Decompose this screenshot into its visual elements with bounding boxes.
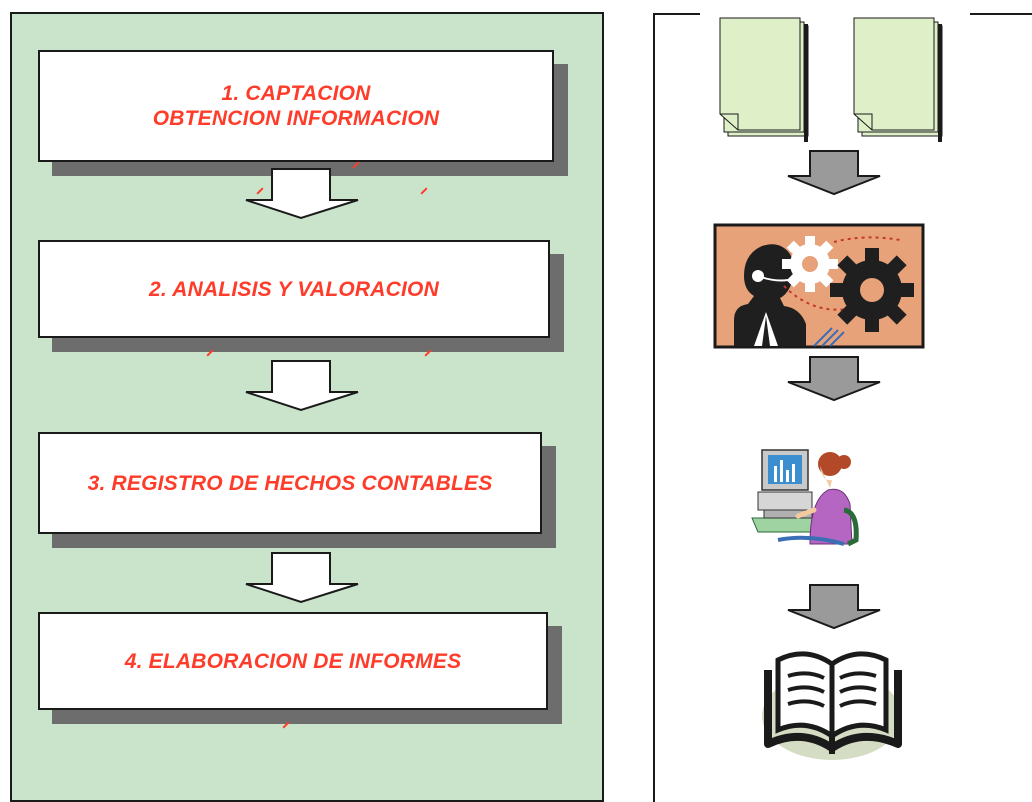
step-2-title: 2. ANALISIS Y VALORACION — [149, 277, 439, 301]
computer-worker-icon — [751, 449, 859, 547]
gray-arrow-3 — [787, 584, 881, 630]
illustrations-panel — [652, 12, 1032, 802]
down-arrow-3 — [245, 552, 359, 604]
step-3-box: 3. REGISTRO DE HECHOS CONTABLES — [38, 432, 542, 534]
step-3-title: 3. REGISTRO DE HECHOS CONTABLES — [87, 471, 493, 495]
step-1-subtitle: OBTENCION INFORMACION — [152, 107, 440, 130]
step-1-box: 1. CAPTACION OBTENCION INFORMACION — [38, 50, 554, 162]
open-book-icon — [762, 651, 902, 760]
gray-arrow-1 — [787, 150, 881, 196]
gears-thinking-icon — [713, 223, 925, 349]
down-arrow-2 — [245, 360, 359, 412]
panel-border — [653, 13, 1032, 802]
gray-arrow-2 — [787, 356, 881, 402]
step-4-box: 4. ELABORACION DE INFORMES — [38, 612, 548, 710]
step-4-title: 4. ELABORACION DE INFORMES — [124, 649, 462, 673]
down-arrow-1 — [245, 168, 359, 220]
step-2-box: 2. ANALISIS Y VALORACION — [38, 240, 550, 338]
step-1-title: 1. CAPTACION — [221, 82, 371, 105]
documents-icon — [719, 17, 943, 142]
